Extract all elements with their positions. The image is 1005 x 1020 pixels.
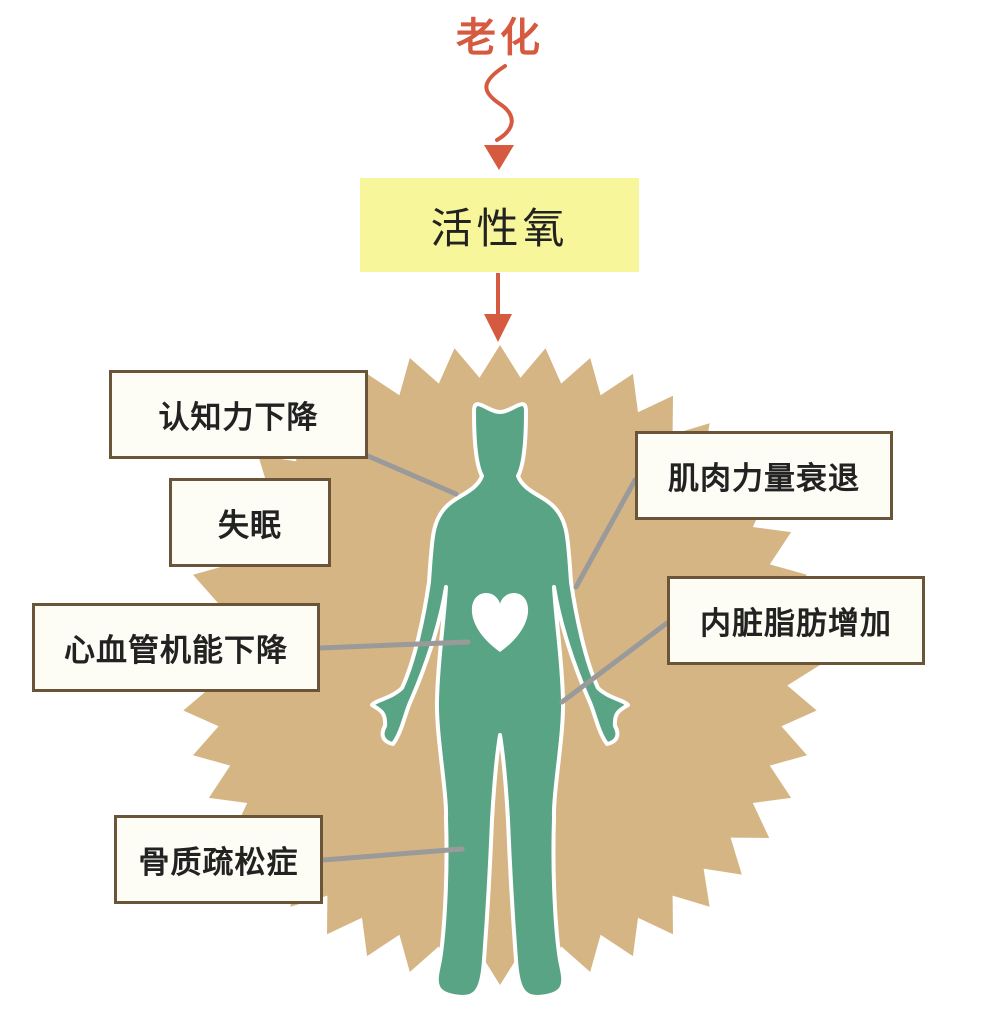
effect-visceral-fat-increase: 内脏脂肪增加 bbox=[667, 576, 925, 665]
effect-label: 肌肉力量衰退 bbox=[668, 461, 860, 497]
effect-cardiovascular-decline: 心血管机能下降 bbox=[32, 603, 320, 692]
effect-osteoporosis: 骨质疏松症 bbox=[114, 815, 323, 904]
connector-2 bbox=[317, 639, 471, 651]
connector-3 bbox=[320, 846, 465, 863]
wavy-arrowhead bbox=[484, 145, 514, 170]
effect-insomnia: 失眠 bbox=[169, 478, 331, 567]
effect-cognitive-decline: 认知力下降 bbox=[109, 370, 368, 459]
connector-0 bbox=[365, 453, 459, 497]
aging-label: 老化 bbox=[456, 15, 544, 61]
effect-label: 认知力下降 bbox=[158, 400, 319, 436]
ros-box: 活性氧 bbox=[360, 178, 639, 272]
effect-label: 失眠 bbox=[218, 508, 282, 544]
heart-icon bbox=[471, 593, 529, 652]
ros-label: 活性氧 bbox=[430, 203, 569, 253]
wavy-arrow bbox=[484, 64, 514, 142]
effect-label: 骨质疏松症 bbox=[138, 845, 299, 881]
effect-label: 心血管机能下降 bbox=[64, 633, 288, 669]
connector-4 bbox=[573, 477, 638, 590]
connector-5 bbox=[559, 620, 670, 705]
connector-lines bbox=[317, 453, 670, 863]
effect-label: 内脏脂肪增加 bbox=[700, 606, 892, 642]
effect-muscle-decline: 肌肉力量衰退 bbox=[635, 431, 893, 520]
human-body-silhouette bbox=[370, 402, 630, 999]
down-arrowhead bbox=[484, 314, 512, 342]
